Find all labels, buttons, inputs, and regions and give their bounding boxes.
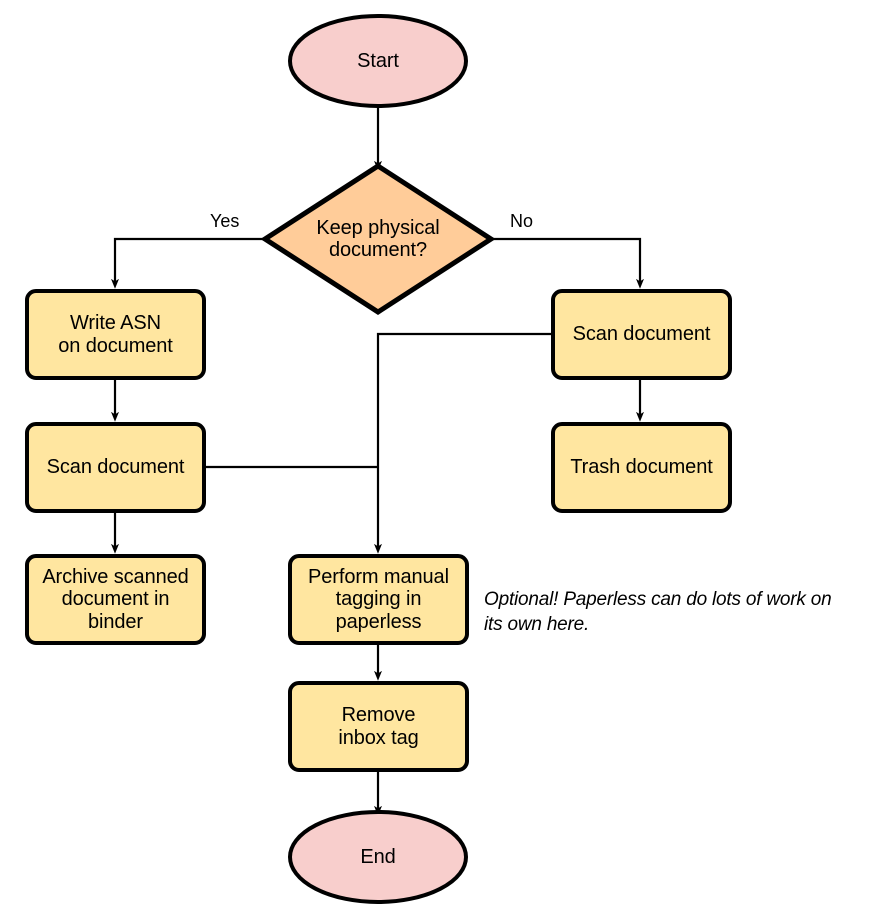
edge-label-no: No — [510, 211, 534, 231]
node-start-shape — [288, 14, 468, 108]
node-decision-shape — [260, 163, 496, 315]
connector-layer — [111, 103, 644, 816]
edge-no-to-scan-right — [491, 237, 644, 289]
edge-scan-right-to-tagging — [374, 332, 553, 554]
edge-yes-to-write-asn — [111, 237, 265, 289]
node-trash-shape — [551, 422, 732, 513]
node-write-asn-shape — [25, 289, 206, 380]
node-archive-shape — [25, 554, 206, 645]
node-scan-left-shape — [25, 422, 206, 513]
node-end-shape — [288, 810, 468, 904]
node-tagging-shape — [288, 554, 469, 645]
annotation-optional-note: Optional! Paperless can do lots of work … — [484, 589, 832, 635]
node-remove-inbox-shape — [288, 681, 469, 772]
edge-label-yes: Yes — [210, 211, 240, 231]
node-scan-right-shape — [551, 289, 732, 380]
